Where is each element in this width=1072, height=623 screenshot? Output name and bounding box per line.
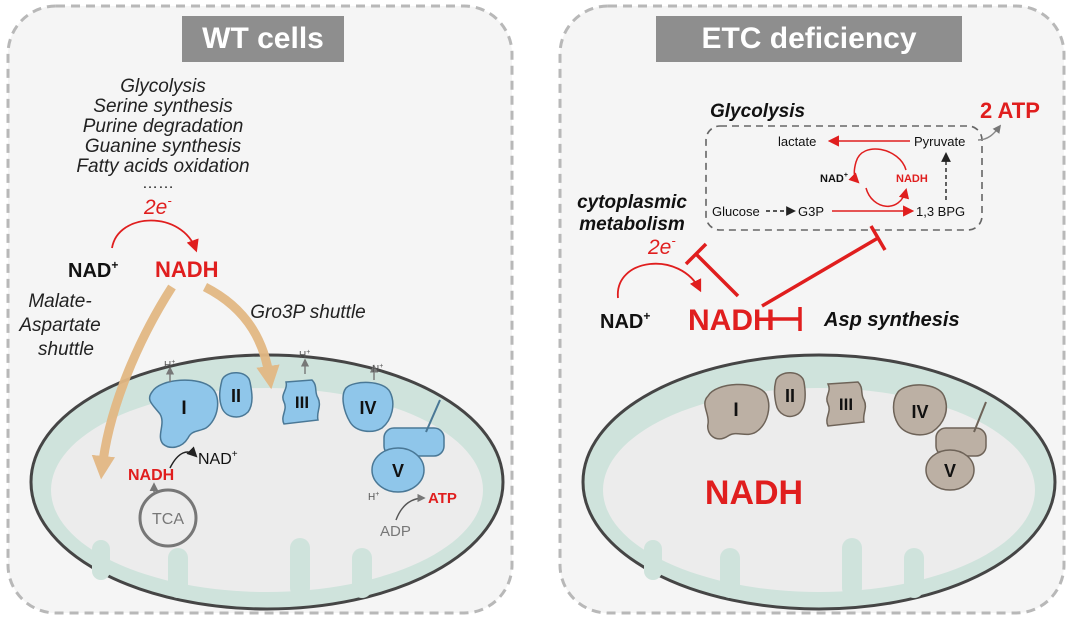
etc-deficiency-panel: ETC deficiency Glycolysis 2 ATP lactate … [558,4,1066,615]
complex-iv-deficient: IV [892,384,948,436]
wt-title-box [182,16,344,62]
complex-ii: II [218,372,253,418]
complex-ii-deficient: II [773,372,806,418]
nadh-label: NADH [155,257,219,282]
nad-plus-label: NAD+ [68,258,118,282]
proton-arrows [165,358,379,382]
wt-title: WT cells [202,22,324,55]
atp-synthesis-arrow [395,493,426,521]
matrix-nad-label: NAD+ [198,449,238,468]
svg-text:V: V [392,461,404,481]
svg-text:III: III [295,393,309,412]
complex-i-deficient: I [704,383,770,440]
svg-text:H+: H+ [372,363,383,375]
g3p-label: G3P [798,204,824,219]
complex-iii-deficient: III [826,381,867,427]
complex-iv: IV [342,381,394,433]
proton-labels: H+ H+ H+ H+ [164,349,383,503]
svg-text:II: II [785,386,795,406]
svg-text:V: V [944,461,956,481]
atp-label: ATP [428,490,457,507]
wt-panel: WT cells Glycolysis Serine synthesis Pur… [6,4,514,615]
cristae [644,538,924,598]
svg-text:H+: H+ [164,359,175,371]
svg-text:H+: H+ [368,491,379,503]
svg-text:I: I [733,400,738,421]
right-electrons-label: 2e- [647,233,676,259]
svg-text:cytoplasmic: cytoplasmic [577,192,687,213]
complex-iii: III [282,379,321,425]
svg-text:H+: H+ [299,349,310,361]
electrons-label: 2e- [143,193,172,219]
gro3p-shuttle-label: Gro3P shuttle [250,302,365,323]
pathway-list: Glycolysis Serine synthesis Purine degra… [76,76,249,192]
svg-text:shuttle: shuttle [38,339,94,360]
svg-text:Aspartate: Aspartate [18,315,100,336]
pathway-item: Fatty acids oxidation [76,156,249,177]
tca-cycle [138,488,198,548]
pathway-item: Guanine synthesis [85,136,242,157]
pathway-item: Purine degradation [83,116,244,137]
glucose-label: Glucose [712,204,760,219]
svg-text:metabolism: metabolism [579,214,685,235]
right-nadh-label: NADH [688,304,775,337]
bpg-label: 1,3 BPG [916,204,965,219]
svg-text:I: I [181,398,186,419]
right-nad-plus-label: NAD+ [600,309,650,333]
svg-text:II: II [231,386,241,406]
matrix-nadh-accumulation: NADH [705,474,803,512]
electron-transfer-arrow [111,219,199,253]
malate-aspartate-shuttle-arrow [91,284,176,480]
glycolysis-box [705,125,983,231]
nad-reduction-cycle [865,187,910,208]
atp-yield: 2 ATP [980,98,1040,123]
adp-label: ADP [380,523,411,540]
malate-shuttle-label: Malate- Aspartate shuttle [18,291,100,360]
pathway-item: Glycolysis [120,76,206,97]
svg-text:IV: IV [911,402,928,422]
lactate-label: lactate [778,134,816,149]
matrix [51,388,483,592]
pathway-ellipsis: …… [142,175,174,192]
cytoplasmic-metabolism-label: cytoplasmic metabolism [577,192,687,235]
complex-v-atp-synthase: V [371,399,445,493]
svg-text:IV: IV [359,398,376,418]
right-electron-transfer-arrow [617,262,702,299]
etc-title: ETC deficiency [701,22,916,55]
glyc-nad-label: NAD+ [820,172,848,185]
tca-label: TCA [152,511,184,528]
complex-v-deficient: V [925,401,987,491]
cristae [92,538,372,598]
nadh-oxidation-arrow [169,446,198,469]
asp-synthesis-label: Asp synthesis [823,309,960,331]
pathway-item: Serine synthesis [93,96,233,117]
atp-yield-arrow [977,124,1002,141]
inhibition-marks [684,225,887,331]
matrix [603,388,1035,592]
nadh-regeneration-cycle [848,148,907,184]
etc-mitochondrion [581,353,1057,611]
svg-text:III: III [839,395,853,414]
complex-i: I [148,379,219,449]
glycolysis-title: Glycolysis [710,101,805,122]
matrix-nadh-label: NADH [128,467,174,484]
pyruvate-label: Pyruvate [914,134,965,149]
gro3p-shuttle-arrow [202,282,280,390]
wt-mitochondrion [29,353,505,611]
svg-text:Malate-: Malate- [28,291,91,312]
glyc-nadh-label: NADH [896,173,928,185]
etc-title-box [656,16,962,62]
